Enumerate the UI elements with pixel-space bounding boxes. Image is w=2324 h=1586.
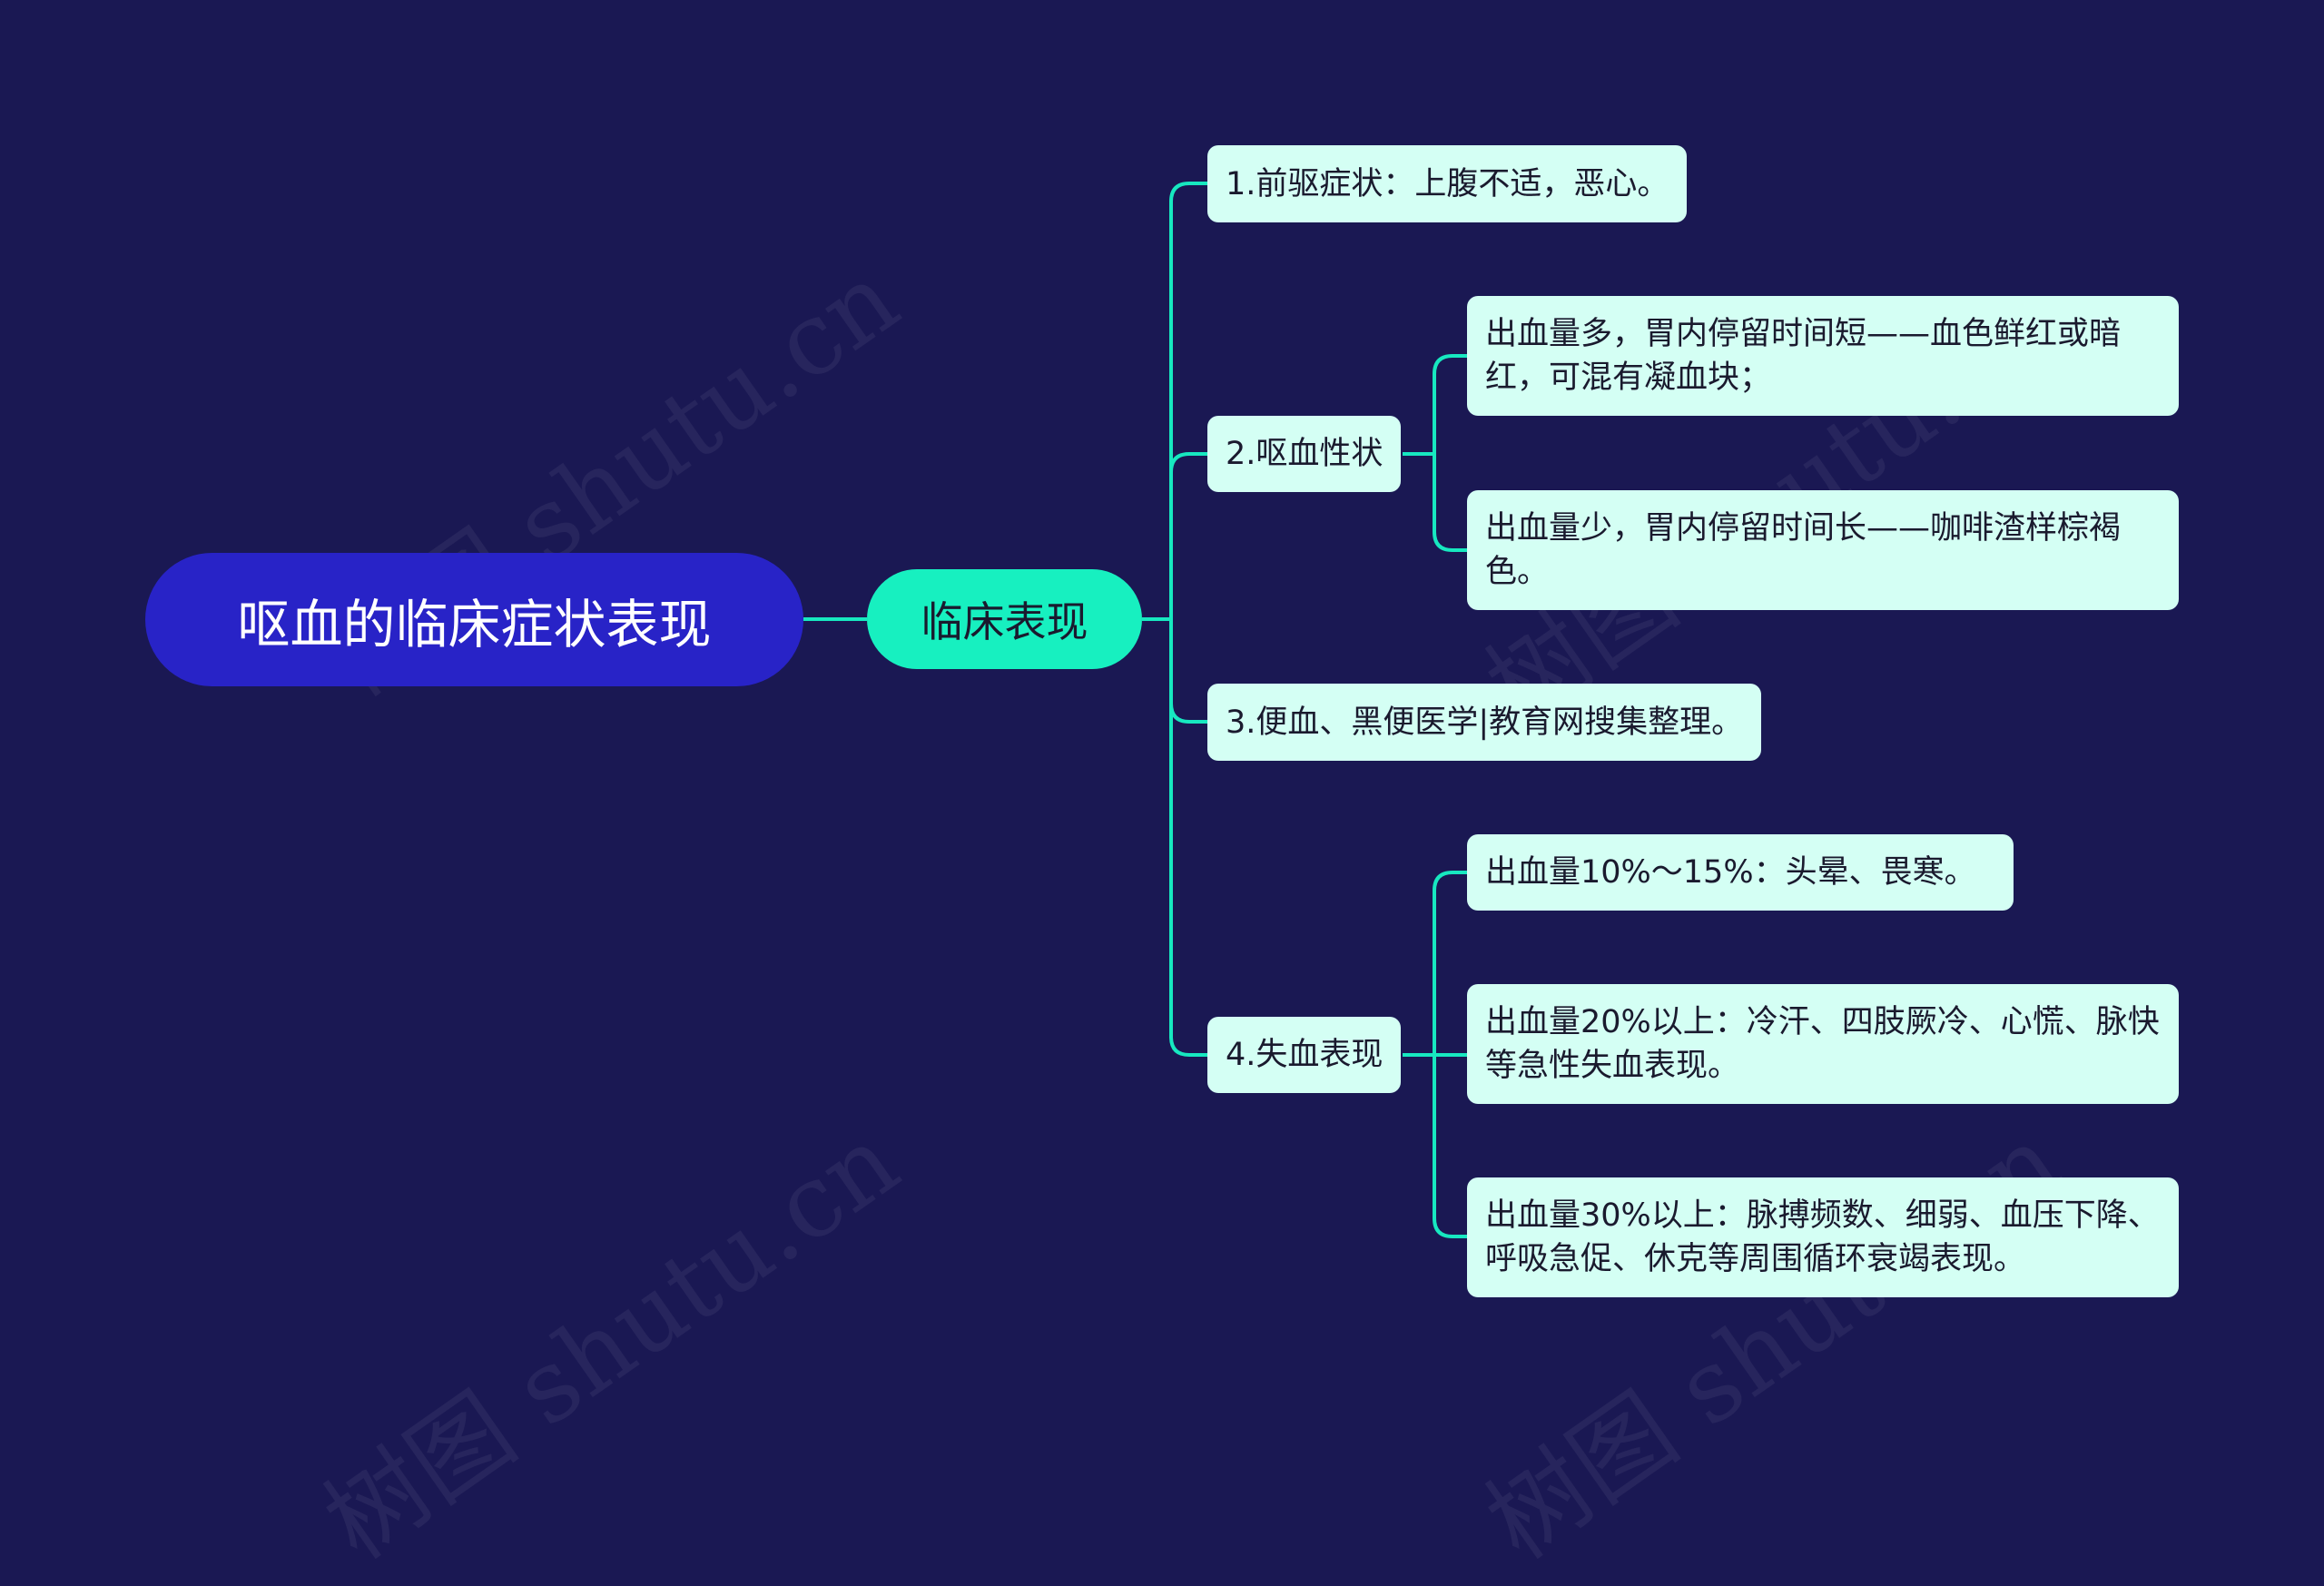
topic-label: 2.呕血性状: [1226, 436, 1384, 472]
watermark: 树图 shutu.cn: [1466, 1102, 2081, 1581]
detail-node[interactable]: 出血量10%～15%：头晕、畏寒。: [1467, 834, 2014, 911]
root-node[interactable]: 呕血的临床症状表现: [145, 553, 803, 686]
topic-label: 1.前驱症状：上腹不适，恶心。: [1226, 165, 1669, 202]
detail-label: 出血量20%以上：冷汗、四肢厥冷、心慌、脉快等急性失血表现。: [1485, 1004, 2160, 1084]
link-loss-3: [1433, 1055, 1467, 1238]
detail-label: 出血量少，胃内停留时间长——咖啡渣样棕褐色。: [1485, 510, 2122, 590]
topic-label: 4.失血表现: [1226, 1037, 1384, 1073]
detail-node[interactable]: 出血量多，胃内停留时间短——血色鲜红或暗红，可混有凝血块；: [1467, 296, 2179, 416]
link-topic-4: [1169, 619, 1207, 1057]
root-label: 呕血的临床症状表现: [237, 593, 712, 655]
detail-node[interactable]: 出血量少，胃内停留时间长——咖啡渣样棕褐色。: [1467, 490, 2179, 610]
link-loss-1: [1433, 871, 1467, 1055]
detail-label: 出血量30%以上：脉搏频数、细弱、血压下降、呼吸急促、休克等周围循环衰竭表现。: [1485, 1197, 2160, 1277]
topic-node-prodromal[interactable]: 1.前驱症状：上腹不适，恶心。: [1207, 145, 1688, 222]
detail-label: 出血量多，胃内停留时间短——血色鲜红或暗红，可混有凝血块；: [1485, 316, 2122, 396]
detail-node[interactable]: 出血量20%以上：冷汗、四肢厥冷、心慌、脉快等急性失血表现。: [1467, 984, 2179, 1104]
detail-label: 出血量10%～15%：头晕、畏寒。: [1485, 854, 1976, 891]
link-vomit-1: [1433, 354, 1467, 454]
topic-node-stool[interactable]: 3.便血、黑便医学|教育网搜集整理。: [1207, 684, 1762, 761]
link-vomit-2: [1433, 454, 1467, 552]
topic-node-vomit[interactable]: 2.呕血性状: [1207, 416, 1402, 492]
link-topic-3: [1169, 619, 1207, 724]
watermark: 树图 shutu.cn: [304, 1102, 919, 1581]
link-topic-1: [1169, 182, 1207, 619]
topic-label: 3.便血、黑便医学|教育网搜集整理。: [1226, 704, 1744, 741]
level1-label: 临床表现: [921, 597, 1088, 646]
level1-node[interactable]: 临床表现: [867, 569, 1142, 669]
detail-node[interactable]: 出血量30%以上：脉搏频数、细弱、血压下降、呼吸急促、休克等周围循环衰竭表现。: [1467, 1177, 2179, 1297]
mind-map-canvas: 树图 shutu.cn 树图 shutu.cn 树图 shutu.cn 树图 s…: [145, 145, 2179, 1581]
topic-node-blood-loss[interactable]: 4.失血表现: [1207, 1017, 1402, 1093]
link-topic-2: [1169, 452, 1207, 619]
